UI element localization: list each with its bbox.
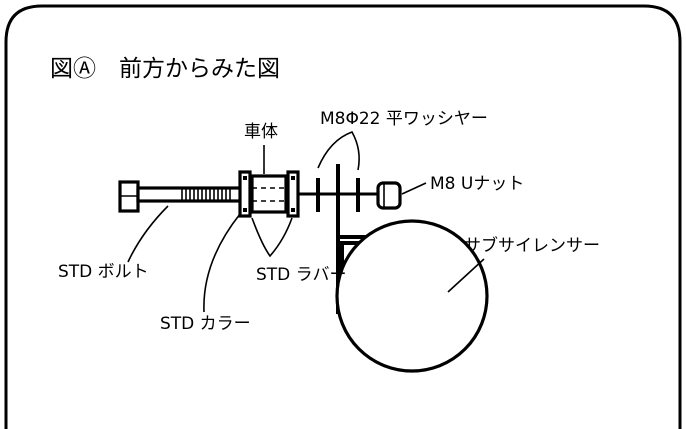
bolt-thread (181, 188, 231, 201)
label-collar: STD カラー (160, 314, 251, 334)
bolt (118, 180, 245, 213)
frame-border (4, 4, 682, 429)
body-block (250, 174, 288, 214)
leader-nut (401, 182, 427, 195)
u-nut (376, 181, 402, 210)
leader-sub-silencer (447, 258, 485, 293)
diagram-title: 図Ⓐ 前方からみた図 (50, 56, 280, 82)
label-bolt: STD ボルト (58, 262, 149, 282)
body-rubber-assembly (238, 170, 300, 218)
label-nut: M8 Uナット (430, 174, 524, 194)
leader-washer (317, 131, 360, 171)
label-washer: M8Φ22 平ワッシヤー (320, 109, 488, 129)
leader-collar (203, 213, 241, 313)
label-body: 車体 (244, 122, 278, 142)
label-sub-silencer: サブサイレンサー (464, 235, 600, 256)
leader-rubber (251, 217, 293, 258)
label-rubber: STD ラバー (256, 265, 347, 285)
collar-left (238, 170, 252, 218)
leader-bolt (127, 205, 169, 263)
sub-silencer (335, 219, 489, 373)
